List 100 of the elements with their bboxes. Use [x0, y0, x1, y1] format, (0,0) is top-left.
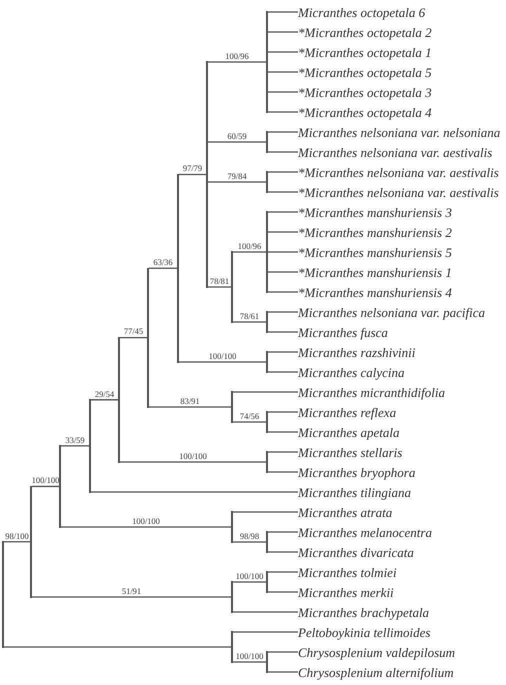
horizontal-branch-line	[232, 661, 266, 663]
support-value: 100/100	[32, 476, 60, 486]
taxon-label: *Micranthes manshuriensis 2	[298, 224, 452, 240]
taxon-label: Micranthes calycina	[298, 364, 404, 380]
taxon-label: Micranthes tolmiei	[298, 564, 397, 580]
taxon-label: Micranthes tilingiana	[298, 484, 412, 500]
vertical-branch-line	[266, 571, 268, 593]
vertical-branch-line	[206, 61, 208, 288]
support-value: 100/100	[236, 572, 264, 581]
horizontal-branch-line	[268, 531, 298, 533]
vertical-branch-line	[177, 174, 179, 363]
horizontal-branch-line	[268, 331, 298, 333]
vertical-branch-line	[266, 411, 268, 433]
support-value: 78/61	[240, 312, 260, 321]
horizontal-branch-line	[178, 361, 266, 363]
taxon-label: *Micranthes manshuriensis 1	[298, 264, 452, 280]
taxon-label: Micranthes merkii	[298, 584, 394, 600]
support-value: 98/100	[5, 532, 29, 541]
horizontal-branch-line	[120, 461, 266, 463]
horizontal-branch-line	[268, 571, 298, 573]
horizontal-branch-line	[268, 351, 298, 353]
taxon-label: Chrysosplenium valdepilosum	[298, 644, 456, 660]
vertical-branch-line	[266, 171, 268, 193]
horizontal-branch-line	[268, 11, 298, 13]
taxon-label: Micranthes brachypetala	[298, 604, 430, 620]
horizontal-branch-line	[268, 31, 298, 33]
support-value: 29/54	[94, 390, 114, 399]
horizontal-branch-line	[268, 271, 298, 273]
horizontal-branch-line	[268, 371, 298, 373]
horizontal-branch-line	[232, 541, 266, 543]
taxon-label: Micranthes bryophora	[298, 464, 416, 480]
horizontal-branch-line	[268, 231, 298, 233]
support-value: 100/100	[208, 352, 236, 361]
horizontal-branch-line	[268, 111, 298, 113]
horizontal-branch-line	[148, 268, 178, 269]
vertical-branch-line	[30, 486, 32, 598]
horizontal-branch-line	[208, 141, 266, 143]
vertical-branch-line	[2, 541, 4, 648]
vertical-branch-line	[59, 445, 61, 528]
horizontal-branch-line	[268, 91, 298, 93]
taxon-label: Micranthes melanocentra	[298, 524, 432, 540]
horizontal-branch-line	[120, 336, 148, 338]
support-value: 60/59	[227, 132, 247, 141]
support-value: 100/96	[225, 52, 249, 61]
horizontal-branch-line	[268, 431, 298, 433]
horizontal-branch-line	[60, 526, 232, 528]
horizontal-branch-line	[90, 491, 298, 493]
horizontal-branch-line	[268, 131, 298, 133]
support-value: 100/96	[238, 242, 262, 251]
support-value: 100/100	[179, 452, 207, 461]
vertical-branch-line	[231, 631, 233, 663]
taxon-label: *Micranthes octopetala 2	[298, 24, 432, 40]
taxon-label: *Micranthes manshuriensis 3	[298, 204, 452, 220]
support-value: 100/100	[236, 652, 264, 661]
taxon-label: *Micranthes octopetala 3	[298, 84, 432, 100]
taxon-label: Micranthes nelsoniana var. nelsoniana	[298, 124, 500, 140]
support-value: 63/36	[153, 258, 173, 268]
horizontal-branch-line	[268, 191, 298, 193]
horizontal-branch-line	[268, 251, 298, 253]
taxon-label: *Micranthes nelsoniana var. aestivalis	[298, 164, 499, 180]
taxon-label: Micranthes razshivinii	[298, 344, 416, 360]
horizontal-branch-line	[268, 211, 298, 213]
horizontal-branch-line	[208, 286, 232, 288]
support-value: 51/91	[122, 586, 142, 596]
vertical-branch-line	[266, 11, 268, 113]
horizontal-branch-line	[208, 181, 266, 183]
support-value: 98/98	[240, 532, 260, 541]
horizontal-branch-line	[148, 406, 232, 408]
horizontal-branch-line	[268, 171, 298, 173]
taxon-label: Micranthes nelsoniana var. aestivalis	[298, 144, 492, 160]
horizontal-branch-line	[268, 311, 298, 313]
horizontal-branch-line	[268, 51, 298, 53]
support-value: 77/45	[124, 327, 144, 336]
horizontal-branch-line	[268, 671, 298, 673]
taxon-label: Micranthes stellaris	[298, 444, 402, 460]
vertical-branch-line	[231, 251, 233, 323]
horizontal-branch-line	[232, 421, 266, 423]
horizontal-branch-line	[268, 291, 298, 293]
taxon-label: Micranthes apetala	[298, 424, 400, 440]
horizontal-branch-line	[268, 451, 298, 453]
vertical-branch-line	[266, 211, 268, 293]
vertical-branch-line	[231, 391, 233, 423]
horizontal-branch-line	[32, 596, 232, 598]
taxon-label: Peltoboykinia tellimoides	[298, 624, 430, 640]
horizontal-branch-line	[232, 251, 266, 253]
horizontal-branch-line	[232, 631, 298, 633]
support-value: 83/91	[180, 396, 200, 406]
vertical-branch-line	[266, 451, 268, 473]
horizontal-branch-line	[60, 445, 90, 447]
taxon-label: *Micranthes octopetala 1	[298, 44, 432, 60]
support-value: 33/59	[65, 436, 85, 445]
horizontal-branch-line	[4, 541, 30, 542]
taxon-label: Micranthes divaricata	[298, 544, 414, 560]
horizontal-branch-line	[268, 71, 298, 73]
horizontal-branch-line	[208, 61, 266, 63]
vertical-branch-line	[147, 268, 149, 408]
taxon-label: Chrysosplenium alternifolium	[298, 664, 454, 680]
horizontal-branch-line	[232, 511, 298, 513]
taxon-label: *Micranthes manshuriensis 4	[298, 284, 452, 300]
horizontal-branch-line	[268, 411, 298, 413]
